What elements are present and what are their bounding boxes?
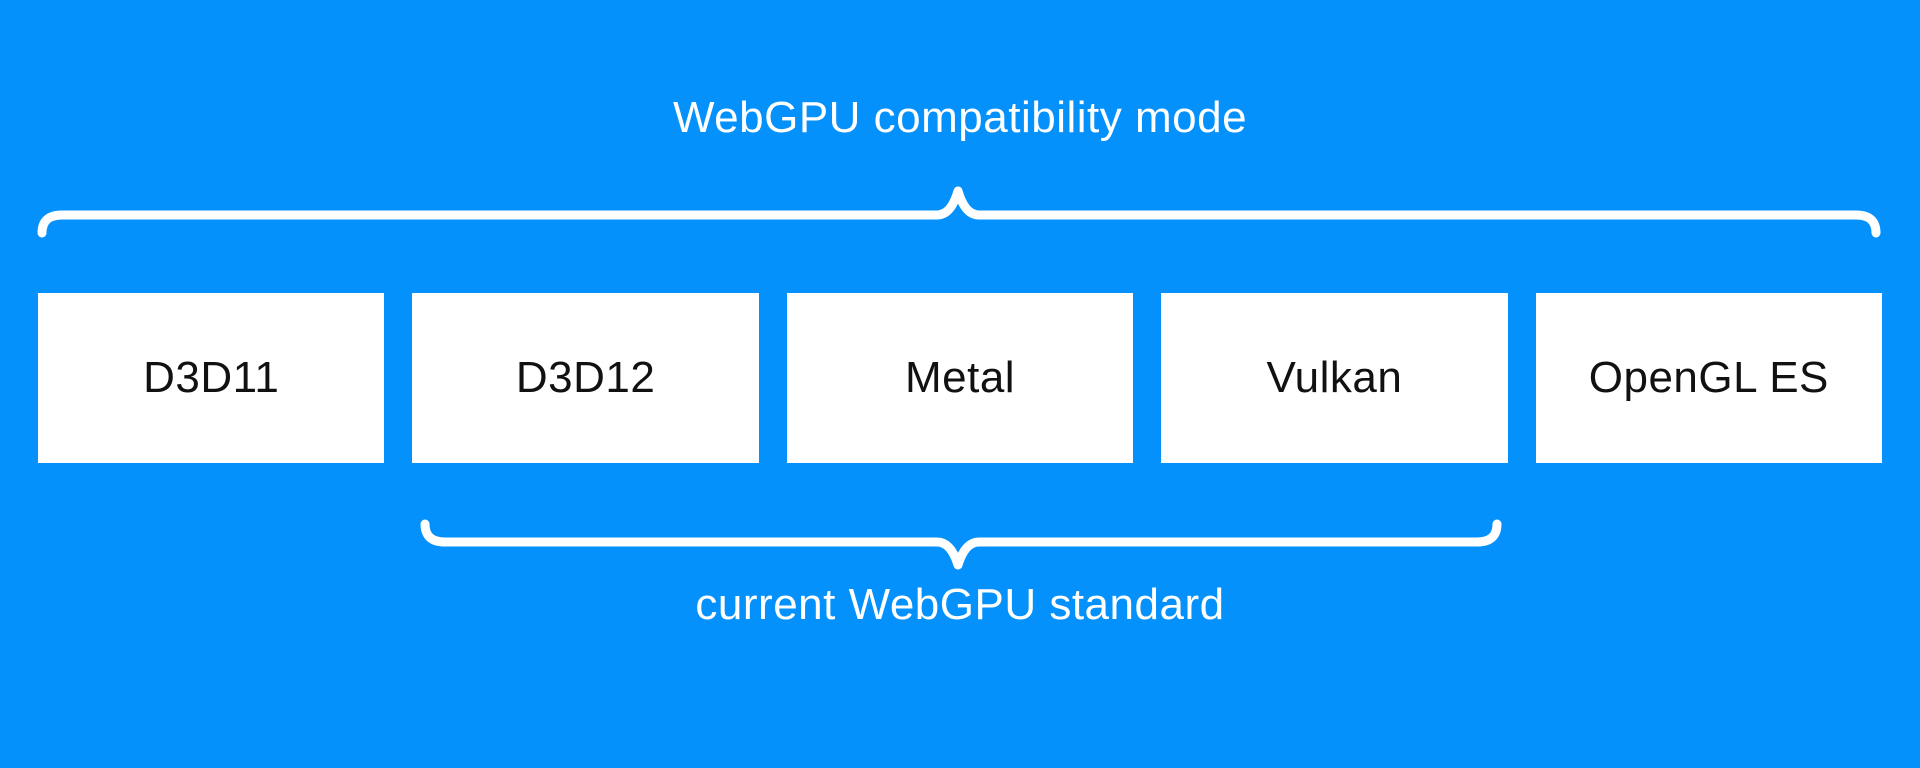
api-box-label: OpenGL ES <box>1588 353 1829 402</box>
api-box-metal: Metal <box>786 293 1134 463</box>
api-box-d3d11: D3D11 <box>38 293 385 463</box>
api-boxes-row: D3D11 D3D12 Metal Vulkan OpenGL ES <box>38 293 1883 463</box>
bottom-brace-icon <box>420 519 1502 570</box>
api-box-label: Metal <box>904 353 1016 402</box>
top-brace-icon <box>37 186 1881 238</box>
api-box-opengl-es: OpenGL ES <box>1535 293 1883 463</box>
api-box-label: D3D12 <box>515 353 656 402</box>
api-box-vulkan: Vulkan <box>1161 293 1508 463</box>
top-brace-label: WebGPU compatibility mode <box>672 93 1248 142</box>
api-box-d3d12: D3D12 <box>412 293 759 463</box>
bottom-brace-label: current WebGPU standard <box>695 580 1225 629</box>
api-box-label: D3D11 <box>143 353 280 402</box>
api-box-label: Vulkan <box>1266 353 1403 402</box>
